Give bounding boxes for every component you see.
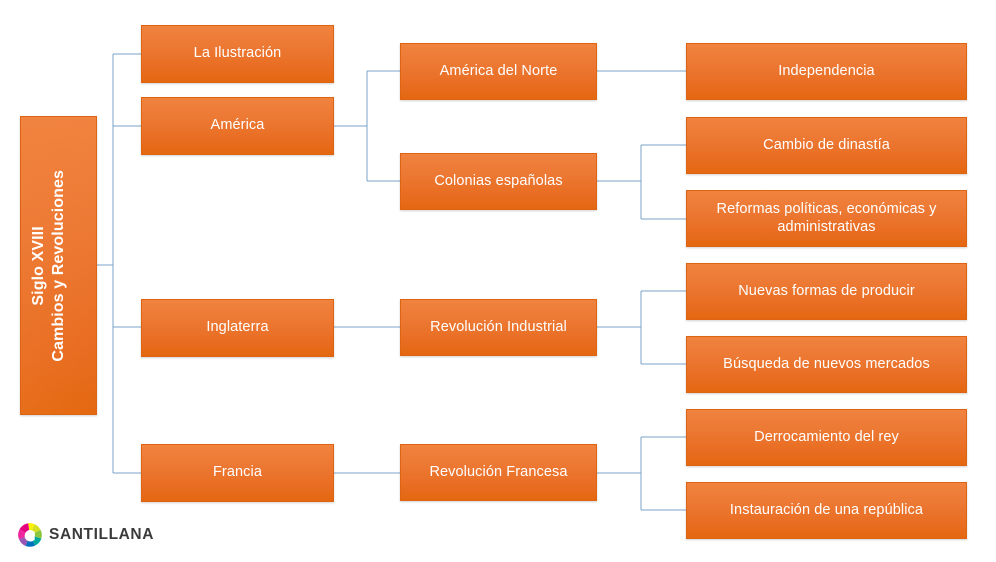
node-independencia-label: Independencia [778,62,875,79]
node-cambio-de-dinastia-label: Cambio de dinastía [763,136,890,153]
node-reformas-politicas-label: Reformas políticas, económicas y adminis… [716,200,937,235]
node-derrocamiento-del-rey-label: Derrocamiento del rey [754,428,899,445]
node-derrocamiento-del-rey[interactable]: Derrocamiento del rey [686,409,967,466]
santillana-logo-text: SANTILLANA [49,526,155,543]
node-revolucion-francesa[interactable]: Revolución Francesa [400,444,597,501]
node-instauracion-de-una-republica-label: Instauración de una república [729,501,924,518]
node-cambio-de-dinastia[interactable]: Cambio de dinastía [686,117,967,174]
node-america-del-norte[interactable]: América del Norte [400,43,597,100]
node-revolucion-industrial-label: Revolución Industrial [430,318,567,335]
node-instauracion-de-una-republica[interactable]: Instauración de una república [686,482,967,539]
node-la-ilustracion[interactable]: La Ilustración [141,25,334,83]
node-inglaterra-label: Inglaterra [206,319,269,336]
node-francia-label: Francia [212,464,263,481]
node-revolucion-francesa-label: Revolución Francesa [429,463,568,480]
node-reformas-politicas[interactable]: Reformas políticas, económicas y adminis… [686,190,967,247]
node-colonias-espanolas[interactable]: Colonias españolas [400,153,597,210]
node-nuevas-formas-de-producir[interactable]: Nuevas formas de producir [686,263,967,320]
node-independencia[interactable]: Independencia [686,43,967,100]
node-busqueda-de-nuevos-mercados[interactable]: Búsqueda de nuevos mercados [686,336,967,393]
node-america-label: América [210,117,265,134]
node-america[interactable]: América [141,97,334,155]
node-inglaterra[interactable]: Inglaterra [141,299,334,357]
santillana-swirl-icon [18,523,42,547]
node-francia[interactable]: Francia [141,444,334,502]
node-busqueda-de-nuevos-mercados-label: Búsqueda de nuevos mercados [723,355,930,372]
node-america-del-norte-label: América del Norte [439,62,558,79]
node-root-siglo-xviii[interactable]: Siglo XVIII Cambios y Revoluciones [20,116,97,415]
santillana-logo: SANTILLANA [16,518,156,552]
node-colonias-espanolas-label: Colonias españolas [434,172,563,189]
node-la-ilustracion-label: La Ilustración [193,45,282,62]
node-revolucion-industrial[interactable]: Revolución Industrial [400,299,597,356]
node-root-label: Siglo XVIII Cambios y Revoluciones [30,169,67,362]
node-nuevas-formas-de-producir-label: Nuevas formas de producir [738,282,915,299]
